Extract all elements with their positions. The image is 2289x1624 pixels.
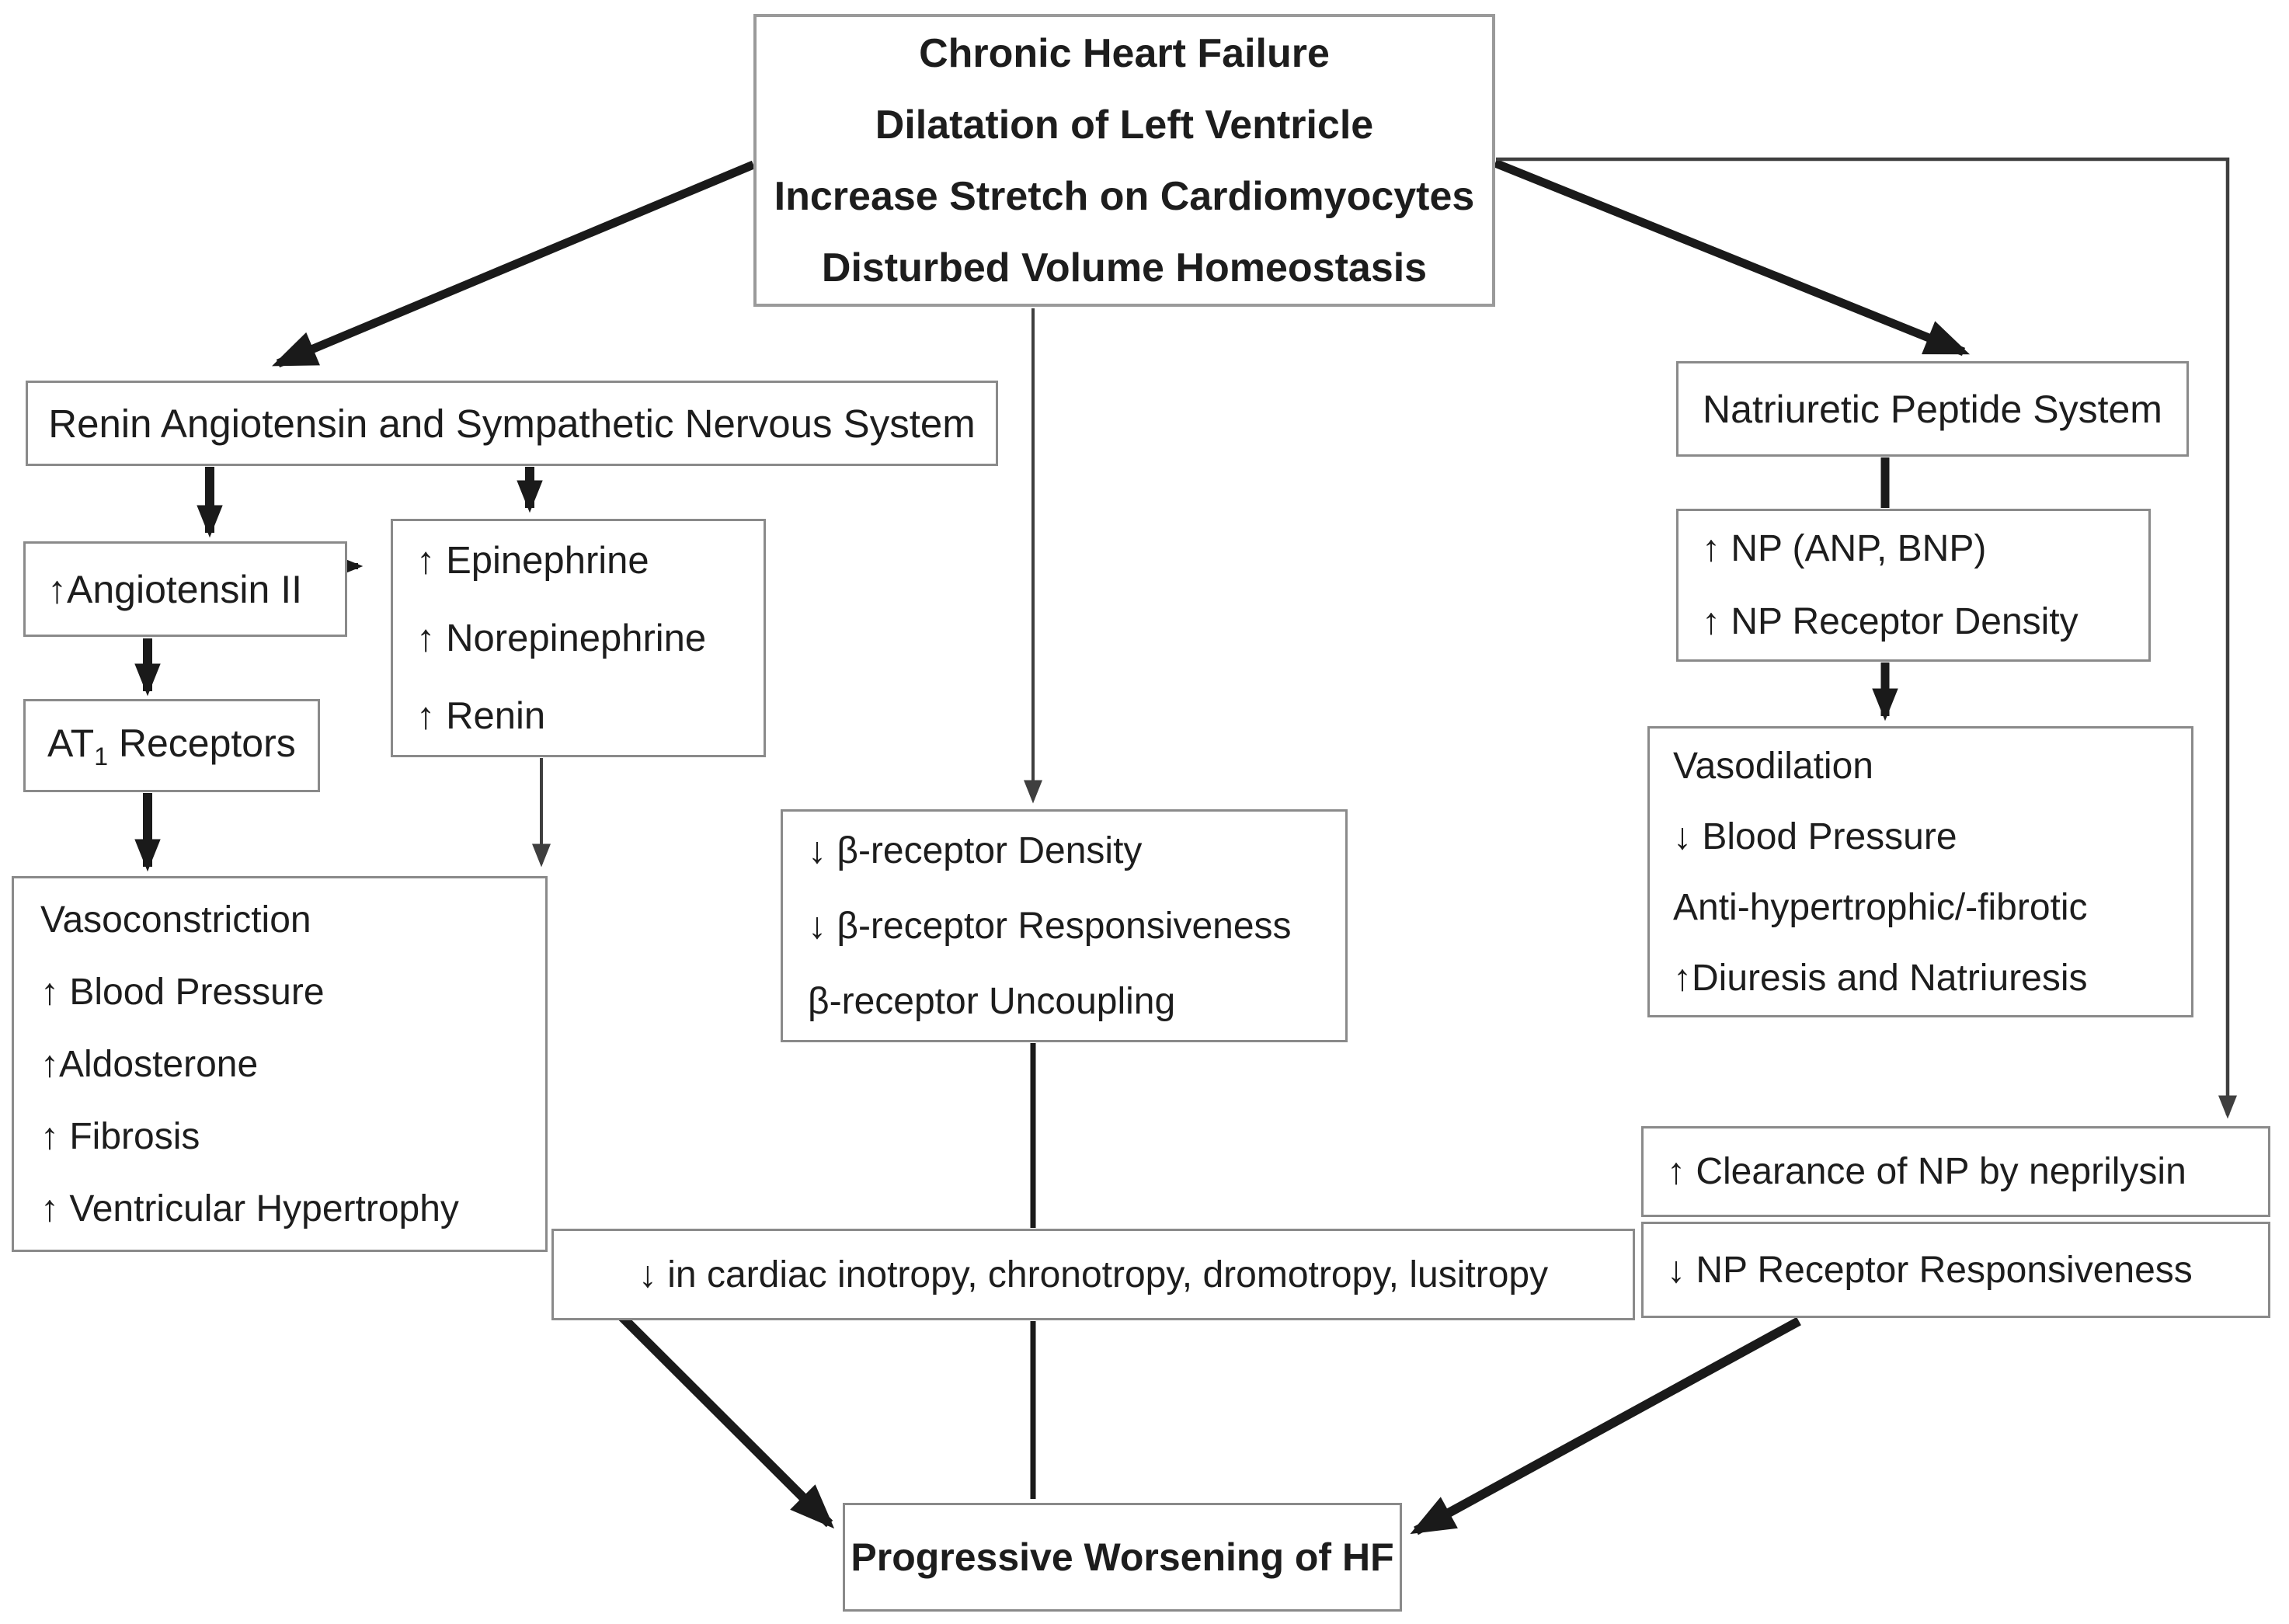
natriuretic-peptide-system-box: Natriuretic Peptide System bbox=[1676, 361, 2189, 457]
box-line: ↑ Epinephrine bbox=[416, 539, 649, 582]
box-line: AT1 Receptors bbox=[47, 721, 296, 771]
box-line: ↓ NP Receptor Responsiveness bbox=[1667, 1249, 2193, 1291]
at1-subscript: 1 bbox=[94, 742, 108, 770]
vasoconstriction-box: Vasoconstriction ↑ Blood Pressure ↑Aldos… bbox=[12, 876, 548, 1252]
box-line: ↑ NP Receptor Density bbox=[1702, 600, 2079, 642]
angiotensin-box: ↑Angiotensin II bbox=[23, 541, 347, 637]
box-line: ↑ Blood Pressure bbox=[40, 971, 325, 1013]
box-line: Chronic Heart Failure bbox=[919, 30, 1330, 76]
raas-box: Renin Angiotensin and Sympathetic Nervou… bbox=[26, 381, 998, 466]
box-line: Anti-hypertrophic/-fibrotic bbox=[1673, 886, 2088, 928]
box-line: ↑ NP (ANP, BNP) bbox=[1702, 527, 1987, 569]
box-line: ↑ Renin bbox=[416, 694, 546, 737]
arrow-chf-to-nps bbox=[1493, 158, 1970, 356]
box-line: Increase Stretch on Cardiomyocytes bbox=[774, 173, 1475, 219]
box-line: ↑ Ventricular Hypertrophy bbox=[40, 1188, 459, 1229]
box-line: Vasoconstriction bbox=[40, 899, 311, 941]
box-line: ↑Diuresis and Natriuresis bbox=[1673, 957, 2088, 999]
box-line: Renin Angiotensin and Sympathetic Nervou… bbox=[48, 401, 976, 446]
box-line: Vasodilation bbox=[1673, 745, 1873, 787]
box-line: Progressive Worsening of HF bbox=[851, 1535, 1394, 1579]
box-line: ↑Angiotensin II bbox=[47, 567, 302, 611]
catecholamines-box: ↑ Epinephrine ↑ Norepinephrine ↑ Renin bbox=[391, 519, 766, 757]
np-clearance-box: ↑ Clearance of NP by neprilysin bbox=[1641, 1126, 2270, 1217]
box-line: ↓ Blood Pressure bbox=[1673, 815, 1957, 857]
box-line: Dilatation of Left Ventricle bbox=[875, 102, 1374, 148]
box-line: ↓ β-receptor Responsiveness bbox=[808, 905, 1292, 947]
np-receptor-responsiveness-box: ↓ NP Receptor Responsiveness bbox=[1641, 1222, 2270, 1318]
box-line: ↑ Norepinephrine bbox=[416, 617, 707, 659]
vasodilation-box: Vasodilation ↓ Blood Pressure Anti-hyper… bbox=[1647, 726, 2193, 1017]
box-line: Disturbed Volume Homeostasis bbox=[821, 245, 1428, 290]
progression-box: Progressive Worsening of HF bbox=[843, 1503, 1402, 1612]
at1-suffix: Receptors bbox=[107, 721, 296, 765]
box-line: β-receptor Uncoupling bbox=[808, 980, 1176, 1022]
at1-prefix: AT bbox=[47, 721, 95, 765]
arrow-chf-to-clearance bbox=[1496, 157, 2237, 1119]
cardiac-effects-box: ↓ in cardiac inotropy, chronotropy, drom… bbox=[551, 1229, 1635, 1320]
at1-receptors-box: AT1 Receptors bbox=[23, 699, 320, 792]
box-line: ↓ in cardiac inotropy, chronotropy, drom… bbox=[638, 1254, 1549, 1295]
box-line: ↓ β-receptor Density bbox=[808, 829, 1143, 871]
arrow-chf-to-raas bbox=[272, 160, 756, 368]
beta-receptor-box: ↓ β-receptor Density ↓ β-receptor Respon… bbox=[781, 809, 1348, 1042]
arrow-npreceptor-to-progression bbox=[1410, 1316, 1801, 1535]
box-line: ↑Aldosterone bbox=[40, 1043, 259, 1085]
np-levels-box: ↑ NP (ANP, BNP) ↑ NP Receptor Density bbox=[1676, 509, 2151, 662]
chf-box: Chronic Heart Failure Dilatation of Left… bbox=[753, 14, 1495, 307]
box-line: ↑ Fibrosis bbox=[40, 1115, 200, 1157]
box-line: ↑ Clearance of NP by neprilysin bbox=[1667, 1151, 2186, 1192]
box-line: Natriuretic Peptide System bbox=[1703, 387, 2162, 431]
